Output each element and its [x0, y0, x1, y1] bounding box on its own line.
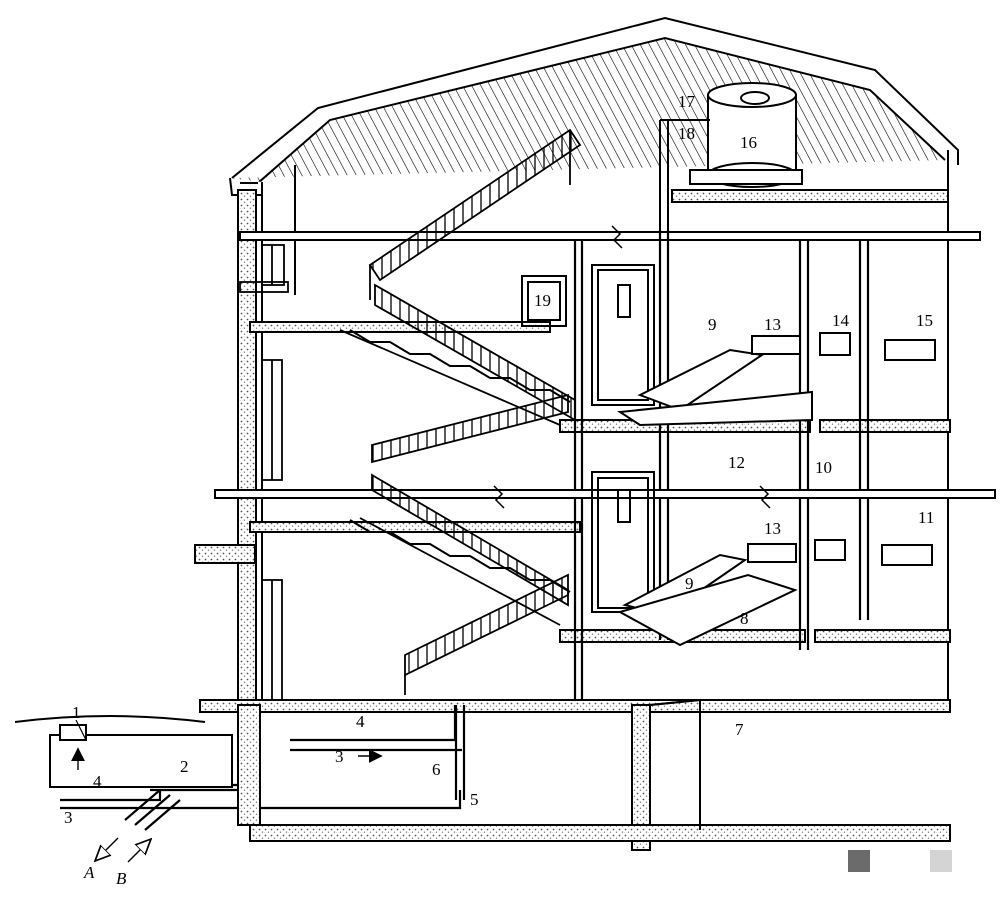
water-tank — [659, 82, 803, 230]
label-4b: 4 — [356, 712, 365, 731]
label-3b: 3 — [335, 747, 344, 766]
label-3a: 3 — [64, 808, 73, 827]
roof — [229, 16, 959, 196]
upper-left-windows — [239, 244, 289, 701]
leader-lines — [75, 719, 87, 741]
labels: 1 2 3 3 4 4 5 6 7 8 9 9 10 11 12 13 13 1… — [64, 92, 934, 888]
label-13a: 13 — [764, 315, 781, 334]
label-11: 11 — [918, 508, 934, 527]
sinks — [747, 332, 936, 566]
label-16: 16 — [740, 133, 757, 152]
label-7: 7 — [735, 720, 744, 739]
label-A: A — [83, 863, 95, 882]
label-17: 17 — [678, 92, 696, 111]
label-15: 15 — [916, 311, 933, 330]
picture-frame — [521, 275, 567, 327]
meter-pit — [14, 715, 233, 788]
bathtub-upper — [617, 348, 813, 427]
bathtub-lower — [617, 553, 798, 647]
label-18: 18 — [678, 124, 695, 143]
label-8: 8 — [740, 609, 749, 628]
label-1: 1 — [72, 703, 81, 722]
label-6: 6 — [432, 760, 441, 779]
label-5: 5 — [470, 790, 479, 809]
label-13b: 13 — [764, 519, 781, 538]
label-14: 14 — [832, 311, 850, 330]
label-4a: 4 — [93, 772, 102, 791]
legend-swatches — [848, 850, 952, 872]
label-2: 2 — [180, 757, 189, 776]
label-B: B — [116, 869, 127, 888]
staircase — [339, 128, 582, 695]
basement — [237, 698, 951, 851]
flow-arrows — [71, 747, 383, 863]
doors — [591, 264, 655, 613]
floor-slabs — [194, 189, 951, 713]
label-12: 12 — [728, 453, 745, 472]
label-9b: 9 — [685, 574, 694, 593]
label-19: 19 — [534, 291, 551, 310]
label-10: 10 — [815, 458, 832, 477]
label-9a: 9 — [708, 315, 717, 334]
pipes — [60, 230, 870, 831]
